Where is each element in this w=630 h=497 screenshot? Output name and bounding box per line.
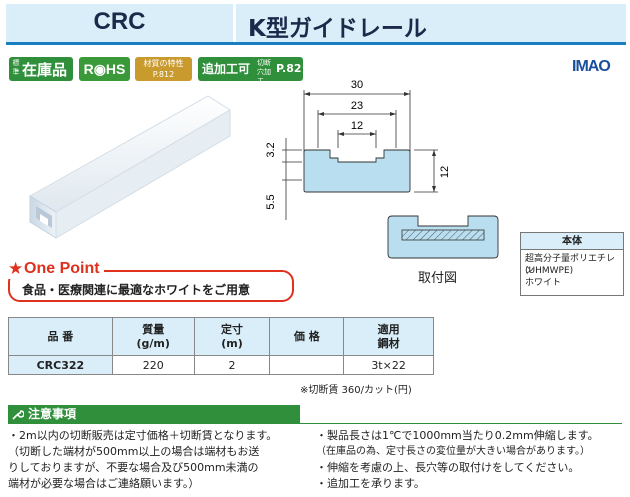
material-abbr: (UHMWPE) [525, 266, 574, 276]
wrench-icon [12, 410, 24, 420]
part-number-cell: CRC322 [8, 355, 113, 375]
caution-divider [8, 423, 622, 424]
add-machining-label: 追加工可 [202, 62, 251, 76]
rohs-badge: R◉HS [79, 57, 130, 81]
material-property-badge[interactable]: 材質の特性 P.812 [135, 57, 192, 81]
imao-logo: IMAO [572, 58, 611, 75]
table-row: CRC322 220 2 3t×22 [8, 355, 434, 375]
caution-left-line: ・2m以内の切断販売は定寸価格＋切断賃となります。 [8, 429, 278, 442]
mass-cell: 220 [111, 355, 195, 375]
dim-3-2: 3.2 [265, 142, 277, 157]
header-divider [6, 42, 626, 45]
mounting-figure [387, 215, 499, 259]
material-color: ホワイト [525, 278, 562, 288]
caution-left: ・2m以内の切断販売は定寸価格＋切断賃となります。 （切断した端材が500mm以… [8, 428, 308, 492]
spec-header-row: 品 番 質量 (g/m) 定寸 (m) 価 格 適用 鋼材 [8, 317, 434, 356]
cut-hole-label: 切断穴加工 [257, 59, 271, 85]
spec-table: 品 番 質量 (g/m) 定寸 (m) 価 格 適用 鋼材 CRC322 220… [8, 317, 434, 375]
material-name: 超高分子量ポリエチレン [525, 254, 616, 276]
caution-right-line: ・製品長さは1℃で1000mm当たり0.2mm伸縮します。 [316, 429, 599, 442]
mounting-figure-label: 取付図 [418, 271, 458, 286]
caution-header: 注意事項 [8, 405, 300, 423]
dim-5-5: 5.5 [265, 194, 277, 209]
product-photo [29, 95, 231, 239]
caution-right-line: ・伸縮を考慮の上、長穴等の取付けをしてください。 [316, 461, 580, 474]
product-code-box: CRC [6, 4, 236, 42]
steel-cell: 3t×22 [343, 355, 434, 375]
caution-right-line: ・追加工を承ります。 [316, 477, 425, 490]
add-machining-page: P.82 [276, 62, 302, 75]
material-badge-page: P.812 [152, 70, 175, 79]
caution-left-line: 端材が必要な場合はご連絡願います。） [8, 477, 200, 490]
col-part-number: 品 番 [8, 317, 113, 356]
caution-right-line: （在庫品の為、定寸長さの変位量が大きい場合があります。） [316, 446, 590, 457]
dim-12-vertical: 12 [439, 166, 451, 178]
one-point-text: 食品・医療関連に最適なホワイトをご用意 [22, 283, 251, 297]
standard-stock-badge: 標準 在庫品 [9, 57, 73, 81]
col-mass: 質量 (g/m) [111, 317, 195, 356]
cutting-fee-note: ※切断賃 360/カット(円) [300, 385, 412, 396]
additional-machining-badge[interactable]: 追加工可 切断穴加工 P.82 [198, 57, 303, 85]
col-steel: 適用 鋼材 [343, 317, 434, 356]
stock-small-label: 標準 [12, 59, 20, 76]
dim-12: 12 [351, 120, 363, 132]
product-title: K型ガイドレール [248, 16, 427, 42]
col-price: 価 格 [269, 317, 345, 356]
one-point-box [8, 270, 294, 302]
caution-right: ・製品長さは1℃で1000mm当たり0.2mm伸縮します。 （在庫品の為、定寸長… [316, 428, 626, 492]
price-cell [269, 355, 345, 375]
col-length: 定寸 (m) [193, 317, 271, 356]
material-header: 本体 [521, 233, 623, 250]
length-cell: 2 [193, 355, 271, 375]
product-code: CRC [93, 8, 146, 35]
stock-label: 在庫品 [22, 61, 68, 79]
one-point-title: One Point [24, 260, 104, 278]
one-point-star-icon: ★ [8, 259, 26, 279]
dim-23: 23 [351, 100, 363, 112]
material-badge-line1: 材質の特性 [143, 59, 184, 68]
material-table: 本体 超高分子量ポリエチレン (UHMWPE) ホワイト [520, 232, 624, 296]
caution-title: 注意事項 [28, 407, 77, 421]
cross-section-drawing: 30 23 12 3.2 5.5 12 [265, 79, 451, 220]
dim-30: 30 [351, 79, 363, 91]
product-title-box: K型ガイドレール [236, 4, 626, 42]
caution-left-line: りしておりますが、不要な場合及び500mm未満の [8, 461, 259, 474]
caution-left-line: （切断した端材が500mm以上の場合は端材もお送 [8, 445, 260, 458]
